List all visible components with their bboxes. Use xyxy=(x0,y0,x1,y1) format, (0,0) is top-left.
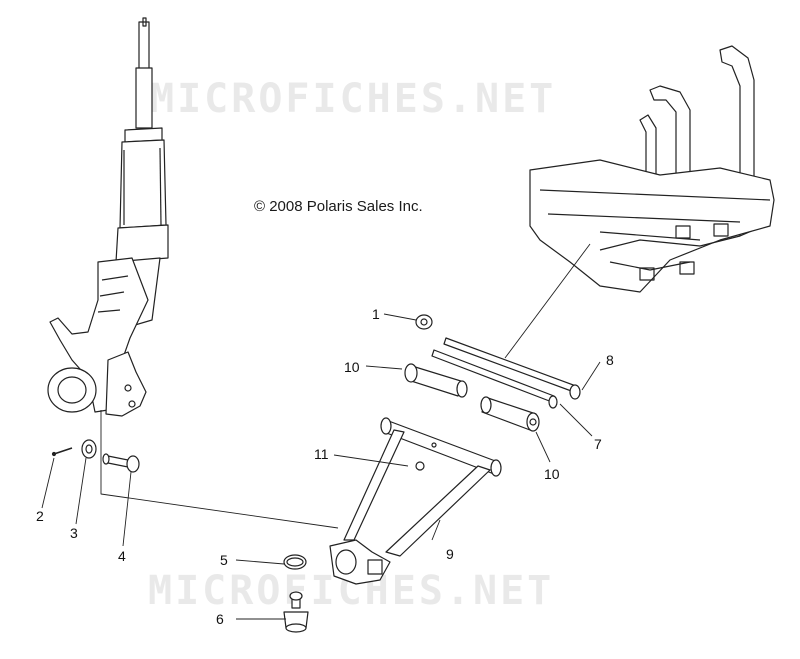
callout-10-lower: 10 xyxy=(544,466,560,482)
callout-6: 6 xyxy=(216,611,224,627)
bushing-upper xyxy=(404,363,468,398)
bushing-lower xyxy=(480,396,540,432)
copyright-notice: © 2008 Polaris Sales Inc. xyxy=(254,198,423,215)
watermark-top: MICROFICHES.NET xyxy=(150,76,557,122)
callout-1: 1 xyxy=(372,306,380,322)
flange-nut xyxy=(415,314,433,330)
steering-knuckle xyxy=(47,257,149,417)
callout-10-upper: 10 xyxy=(344,359,360,375)
a-arm xyxy=(329,417,502,585)
callout-9: 9 xyxy=(446,546,454,562)
callout-3: 3 xyxy=(70,525,78,541)
callout-7: 7 xyxy=(594,436,602,452)
castle-nut xyxy=(81,439,97,459)
callout-11: 11 xyxy=(314,446,329,462)
bolt-left xyxy=(102,453,140,473)
callout-5: 5 xyxy=(220,552,228,568)
callout-2: 2 xyxy=(36,508,44,524)
leader-lines xyxy=(41,313,601,620)
snap-ring xyxy=(283,554,307,570)
callout-8: 8 xyxy=(606,352,614,368)
chassis-frame xyxy=(529,45,775,293)
callout-4: 4 xyxy=(118,548,126,564)
pivot-rods xyxy=(431,337,581,409)
cotter-pin xyxy=(51,447,73,457)
ball-joint xyxy=(283,591,309,633)
